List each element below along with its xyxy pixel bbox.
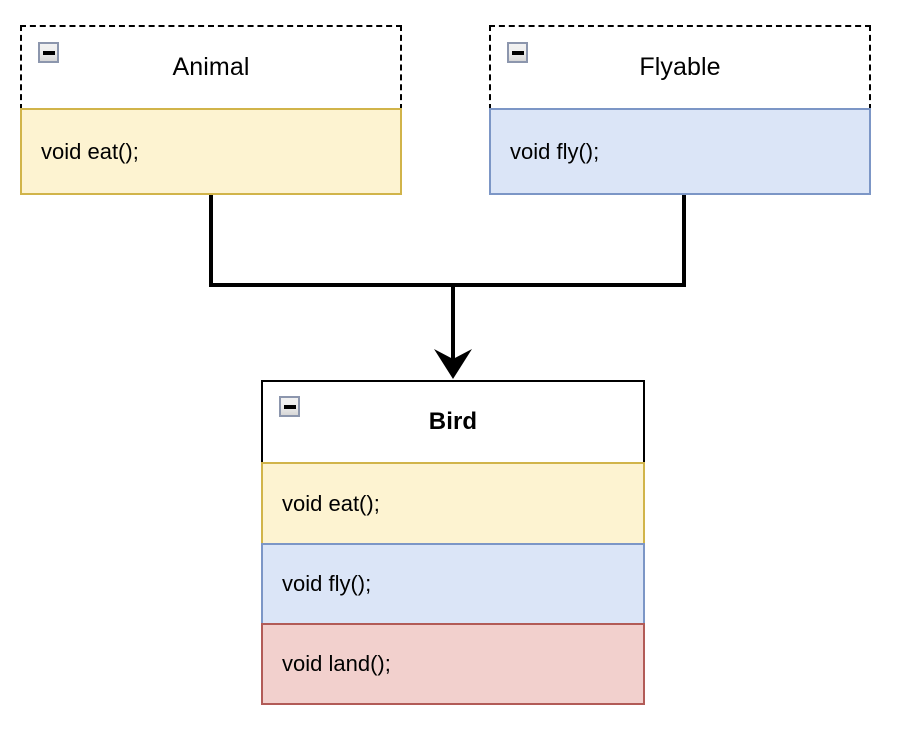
arrowhead-icon xyxy=(434,349,472,379)
flyable-title: Flyable xyxy=(639,53,721,81)
minus-icon[interactable] xyxy=(279,396,300,417)
bird-title: Bird xyxy=(428,408,478,435)
animal-title: Animal xyxy=(172,53,250,81)
minus-icon[interactable] xyxy=(507,42,528,63)
minus-bar xyxy=(283,404,296,409)
animal-member-label: void eat(); xyxy=(41,138,139,164)
uml-class-animal[interactable]: Animal void eat(); xyxy=(20,25,402,195)
uml-class-flyable[interactable]: Flyable void fly(); xyxy=(489,25,871,195)
bird-member-row[interactable]: void fly(); xyxy=(261,543,645,625)
minus-icon[interactable] xyxy=(38,42,59,63)
animal-title-compartment: Animal xyxy=(20,25,402,110)
flyable-member-label: void fly(); xyxy=(510,138,600,164)
minus-bar xyxy=(42,50,55,55)
uml-class-bird[interactable]: Bird void eat(); void fly(); void land()… xyxy=(261,380,645,705)
minus-bar xyxy=(511,50,524,55)
bird-title-compartment: Bird xyxy=(261,380,645,464)
flyable-member-row[interactable]: void fly(); xyxy=(489,108,871,195)
bird-member-label: void eat(); xyxy=(282,490,380,516)
bird-member-label: void land(); xyxy=(282,651,391,676)
bird-member-label: void fly(); xyxy=(282,571,372,596)
bird-member-row[interactable]: void eat(); xyxy=(261,462,645,545)
animal-member-row[interactable]: void eat(); xyxy=(20,108,402,195)
bird-member-row[interactable]: void land(); xyxy=(261,623,645,705)
flyable-title-compartment: Flyable xyxy=(489,25,871,110)
